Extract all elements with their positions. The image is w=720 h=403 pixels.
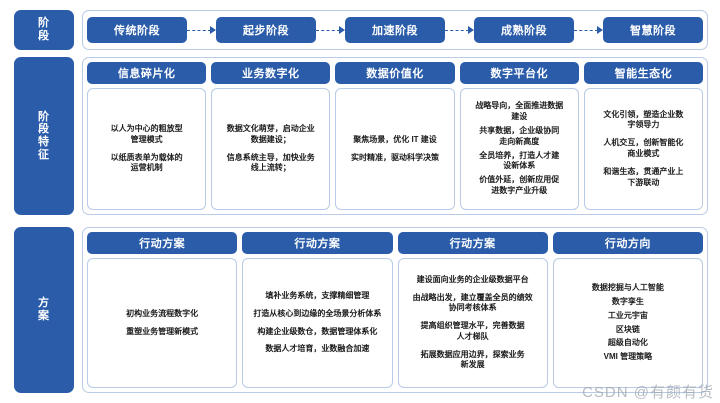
plan-column-1-title[interactable]: 行动方案 xyxy=(87,232,238,254)
plan-line: 超级自动化 xyxy=(607,338,648,348)
plan-line: 数字孪生 xyxy=(611,296,644,306)
plan-line: 数据挖掘与人工智能 xyxy=(591,283,664,293)
stage-arrow-3 xyxy=(445,25,474,35)
plan-line: VMI 管理策略 xyxy=(603,352,653,362)
row-plan-label: 方 案 xyxy=(14,227,74,393)
plan-line: 拓展数据应用边界，探索业务新发展 xyxy=(420,349,525,370)
plan-line: 建设面向业务的企业级数据平台 xyxy=(416,274,529,284)
row-stage: 阶段 传统阶段 起步阶段 加速阶段 成熟阶段 智慧阶段 xyxy=(14,10,708,50)
plan-line: 由战略出发，建立覆盖全员的绩效协同考核体系 xyxy=(412,292,533,313)
plan-column-4-title[interactable]: 行动方向 xyxy=(552,232,703,254)
plan-line: 区块链 xyxy=(615,324,640,334)
plan-line: 填补业务系统，支撑精细管理 xyxy=(265,290,370,300)
characteristics-line: 数据文化萌芽，启动企业数据建设； xyxy=(226,123,315,144)
plan-column-1-body: 初构业务流程数字化 重塑业务管理新模式 xyxy=(87,258,238,388)
characteristics-column-5-body: 文化引领，塑造企业数字领导力 人机交互，创新智能化商业模式 和谐生态，贯通产业上… xyxy=(583,88,704,210)
row-plan-body: 行动方案 初构业务流程数字化 重塑业务管理新模式 行动方案 填补业务系统，支撑精… xyxy=(82,227,708,393)
characteristics-column-5-title[interactable]: 智能生态化 xyxy=(583,62,704,84)
plan-line: 构建企业级数仓，数据管理体系化 xyxy=(257,326,378,336)
row-characteristics: 阶 段 特 征 信息碎片化 以人为中心的粗放型管理模式 以纸质表单为载体的运营机… xyxy=(14,57,708,215)
characteristics-column-4: 数字平台化 战略导向，全面推进数据建设 共享数据，企业级协同走向新高度 全员培养… xyxy=(459,62,579,210)
characteristics-line: 和谐生态，贯通产业上下游联动 xyxy=(603,166,684,187)
characteristics-column-5: 智能生态化 文化引领，塑造企业数字领导力 人机交互，创新智能化商业模式 和谐生态… xyxy=(583,62,704,210)
stage-arrow-2 xyxy=(316,25,345,35)
plan-line: 提高组织管理水平，完善数据人才梯队 xyxy=(420,321,525,341)
stage-box-5[interactable]: 智慧阶段 xyxy=(603,17,703,43)
stage-box-1[interactable]: 传统阶段 xyxy=(87,17,187,43)
characteristics-line: 共享数据，企业级协同走向新高度 xyxy=(479,125,560,146)
stage-box-2[interactable]: 起步阶段 xyxy=(216,17,316,43)
characteristics-line: 文化引领，塑造企业数字领导力 xyxy=(603,109,684,130)
characteristics-line: 实时精准，驱动科学决策 xyxy=(351,152,439,162)
plan-column-3: 行动方案 建设面向业务的企业级数据平台 由战略出发，建立覆盖全员的绩效协同考核体… xyxy=(397,232,548,388)
characteristics-column-3-body: 聚焦场景，优化 IT 建设 实时精准，驱动科学决策 xyxy=(335,88,455,210)
row-characteristics-label-char-3: 特 xyxy=(38,136,50,148)
row-stage-label: 阶段 xyxy=(14,10,74,50)
plan-column-4: 行动方向 数据挖掘与人工智能 数字孪生 工业元宇宙 区块链 超级自动化 VMI … xyxy=(552,232,703,388)
row-plan-label-char-1: 方 xyxy=(38,297,50,310)
characteristics-column-1-body: 以人为中心的粗放型管理模式 以纸质表单为载体的运营机制 xyxy=(87,88,207,210)
plan-line: 初构业务流程数字化 xyxy=(126,308,199,318)
characteristics-line: 价值外延，创新应用促进数字产业升级 xyxy=(479,175,560,195)
plan-column-1: 行动方案 初构业务流程数字化 重塑业务管理新模式 xyxy=(87,232,238,388)
characteristics-column-1-title[interactable]: 信息碎片化 xyxy=(87,62,207,84)
plan-column-3-body: 建设面向业务的企业级数据平台 由战略出发，建立覆盖全员的绩效协同考核体系 提高组… xyxy=(397,258,548,388)
characteristics-column-2-title[interactable]: 业务数字化 xyxy=(211,62,331,84)
characteristics-line: 以纸质表单为载体的运营机制 xyxy=(110,152,183,173)
plan-line: 重塑业务管理新模式 xyxy=(126,326,199,336)
plan-line: 工业元宇宙 xyxy=(607,310,648,320)
plan-column-2-body: 填补业务系统，支撑精细管理 打造从核心到边缘的全场景分析体系 构建企业级数仓，数… xyxy=(242,258,393,388)
characteristics-line: 信息系统主导，加快业务线上流转； xyxy=(226,152,315,173)
characteristics-line: 人机交互，创新智能化商业模式 xyxy=(603,138,684,158)
stage-arrow-4 xyxy=(574,25,603,35)
plan-column-3-title[interactable]: 行动方案 xyxy=(397,232,548,254)
characteristics-column-2: 业务数字化 数据文化萌芽，启动企业数据建设； 信息系统主导，加快业务线上流转； xyxy=(211,62,331,210)
plan-column-2: 行动方案 填补业务系统，支撑精细管理 打造从核心到边缘的全场景分析体系 构建企业… xyxy=(242,232,393,388)
characteristics-column-3-title[interactable]: 数据价值化 xyxy=(335,62,455,84)
characteristics-column-4-title[interactable]: 数字平台化 xyxy=(459,62,579,84)
plan-column-4-body: 数据挖掘与人工智能 数字孪生 工业元宇宙 区块链 超级自动化 VMI 管理策略 xyxy=(552,258,703,388)
stage-box-4[interactable]: 成熟阶段 xyxy=(474,17,574,43)
characteristics-column-4-body: 战略导向，全面推进数据建设 共享数据，企业级协同走向新高度 全员培养，打造人才建… xyxy=(459,88,579,210)
characteristics-column-3: 数据价值化 聚焦场景，优化 IT 建设 实时精准，驱动科学决策 xyxy=(335,62,455,210)
plan-line: 打造从核心到边缘的全场景分析体系 xyxy=(253,308,382,318)
row-stage-label-char-2: 段 xyxy=(38,30,50,42)
characteristics-column-1: 信息碎片化 以人为中心的粗放型管理模式 以纸质表单为载体的运营机制 xyxy=(87,62,207,210)
row-characteristics-label-char-1: 阶 xyxy=(38,110,50,123)
row-characteristics-label-char-4: 征 xyxy=(38,148,50,161)
row-characteristics-label-char-2: 段 xyxy=(38,123,50,136)
characteristics-column-2-body: 数据文化萌芽，启动企业数据建设； 信息系统主导，加快业务线上流转； xyxy=(211,88,331,210)
stage-box-3[interactable]: 加速阶段 xyxy=(345,17,445,43)
characteristics-line: 战略导向，全面推进数据建设 xyxy=(475,101,564,122)
plan-line: 数据人才培育，业数融合加速 xyxy=(265,344,370,354)
characteristics-line: 全员培养，打造人才建设新体系 xyxy=(479,150,560,171)
row-characteristics-body: 信息碎片化 以人为中心的粗放型管理模式 以纸质表单为载体的运营机制 业务数字化 … xyxy=(82,57,708,215)
row-plan: 方 案 行动方案 初构业务流程数字化 重塑业务管理新模式 行动方案 填补业务系统… xyxy=(14,227,708,393)
row-plan-label-char-2: 案 xyxy=(38,310,50,322)
row-stage-label-char-1: 阶 xyxy=(38,17,50,30)
row-stage-body: 传统阶段 起步阶段 加速阶段 成熟阶段 智慧阶段 xyxy=(82,10,708,50)
plan-column-2-title[interactable]: 行动方案 xyxy=(242,232,393,254)
row-characteristics-label: 阶 段 特 征 xyxy=(14,57,74,215)
stage-flow: 传统阶段 起步阶段 加速阶段 成熟阶段 智慧阶段 xyxy=(87,15,703,45)
stage-arrow-1 xyxy=(187,25,216,35)
characteristics-line: 以人为中心的粗放型管理模式 xyxy=(110,123,183,144)
characteristics-line: 聚焦场景，优化 IT 建设 xyxy=(353,134,437,144)
